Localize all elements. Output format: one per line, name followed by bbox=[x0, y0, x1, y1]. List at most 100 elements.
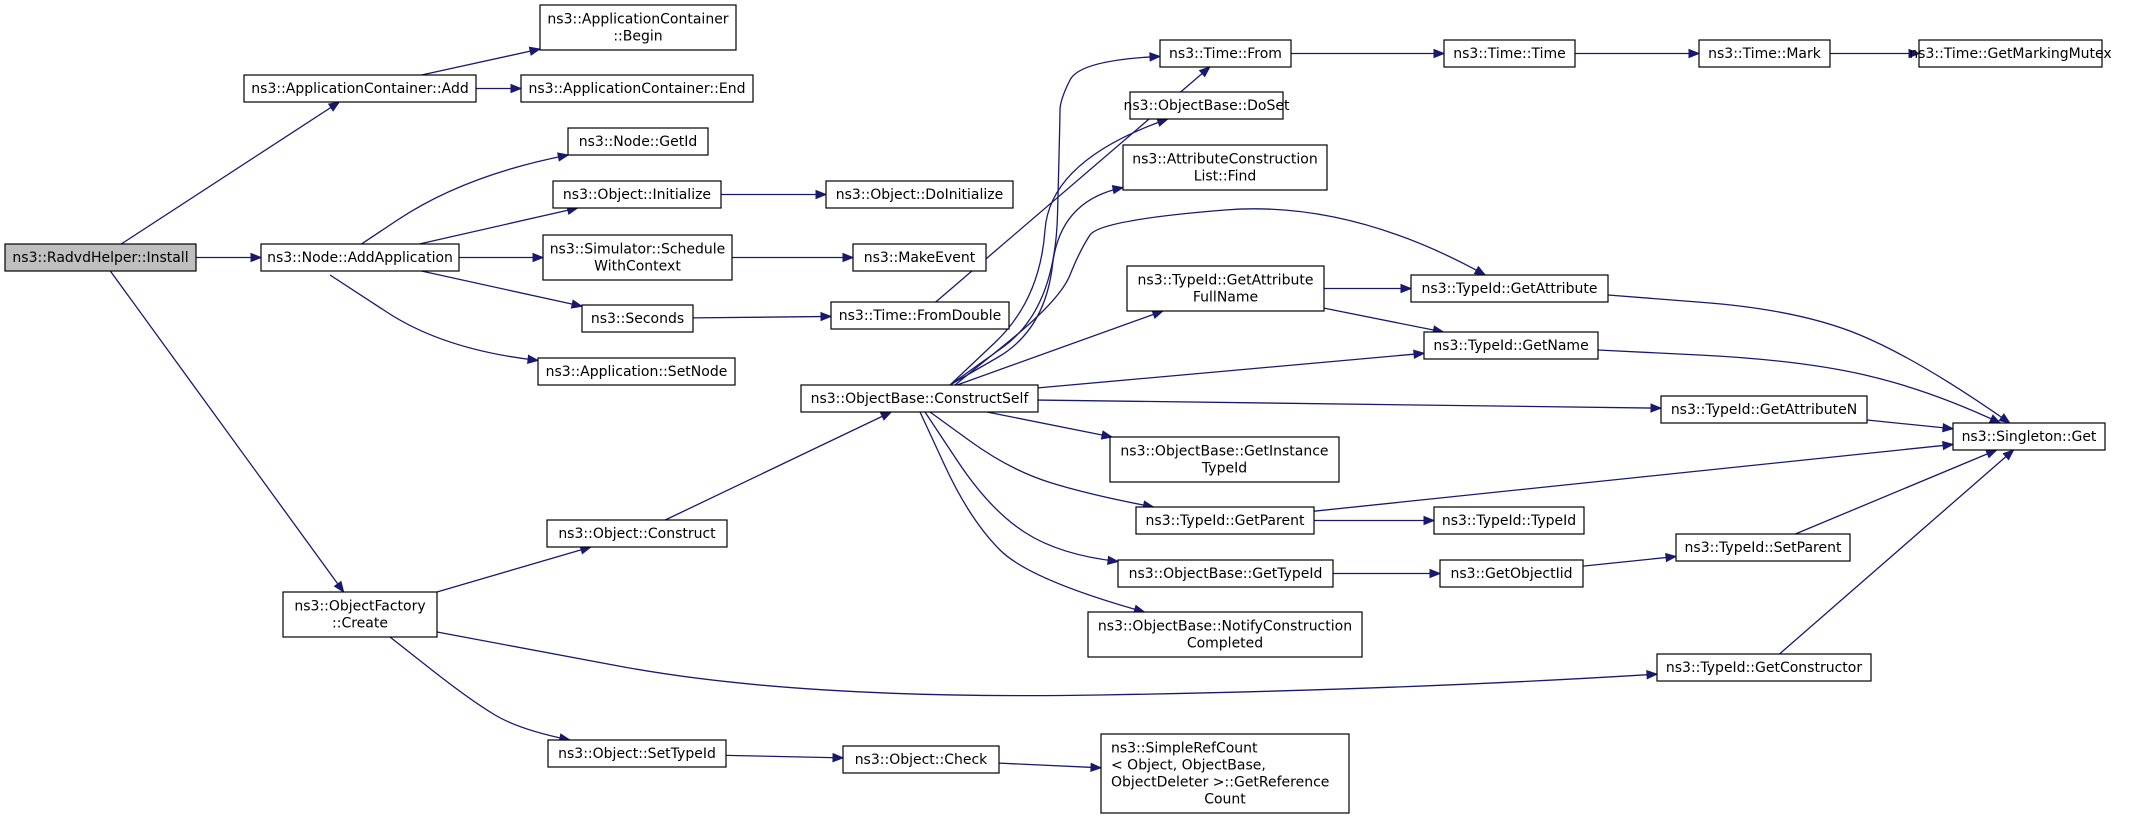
node-ns3-time-from[interactable]: ns3::Time::From bbox=[1159, 39, 1292, 68]
arrowhead bbox=[832, 752, 845, 763]
arrowhead bbox=[1423, 515, 1436, 526]
node-box bbox=[547, 739, 727, 768]
node-label: ns3::TypeId::GetAttribute bbox=[1422, 281, 1598, 297]
node-ns3-object-initialize[interactable]: ns3::Object::Initialize bbox=[552, 180, 722, 209]
arrowhead bbox=[1985, 449, 1998, 459]
node-ns3-seconds[interactable]: ns3::Seconds bbox=[581, 304, 694, 333]
arrowhead bbox=[557, 152, 570, 162]
edge-n6-n7 bbox=[721, 189, 828, 200]
edge-n1-n3 bbox=[476, 83, 523, 94]
arrowhead bbox=[820, 311, 833, 322]
arrowhead bbox=[842, 252, 855, 263]
node-ns3-applicationcontainer-begin[interactable]: ns3::ApplicationContainer::Begin bbox=[539, 4, 737, 51]
edge-line bbox=[421, 48, 541, 76]
edge-line bbox=[109, 270, 345, 593]
node-ns3-objectbase-doset[interactable]: ns3::ObjectBase::DoSet bbox=[1124, 91, 1290, 120]
node-ns3-objectbase-gettypeid[interactable]: ns3::ObjectBase::GetTypeId bbox=[1117, 559, 1334, 588]
node-label: ns3::Object::Construct bbox=[558, 526, 716, 542]
node-ns3-typeid-setparent[interactable]: ns3::TypeId::SetParent bbox=[1675, 533, 1851, 562]
node-ns3-objectbase-notifyconstruction-completed[interactable]: ns3::ObjectBase::NotifyConstructionCompl… bbox=[1087, 611, 1363, 658]
arrowhead bbox=[1908, 48, 1921, 59]
node-label: ns3::Object::Check bbox=[855, 752, 988, 768]
node-ns3-typeid-getname[interactable]: ns3::TypeId::GetName bbox=[1423, 331, 1599, 360]
node-box bbox=[1410, 274, 1609, 303]
edge-n35-n36 bbox=[725, 752, 845, 763]
node-ns3-node-getid[interactable]: ns3::Node::GetId bbox=[567, 127, 709, 156]
node-ns3-typeid-typeid[interactable]: ns3::TypeId::TypeId bbox=[1433, 506, 1585, 535]
node-label: ns3::Object::DoInitialize bbox=[836, 187, 1003, 203]
edge-n14-n15 bbox=[664, 411, 893, 521]
node-label: FullName bbox=[1193, 290, 1258, 306]
arrowhead bbox=[1413, 349, 1426, 359]
node-ns3-object-settypeid[interactable]: ns3::Object::SetTypeId bbox=[547, 739, 727, 768]
arrowhead bbox=[1429, 568, 1442, 579]
node-ns3-typeid-getattribute[interactable]: ns3::TypeId::GetAttribute bbox=[1410, 274, 1609, 303]
edge-line bbox=[421, 270, 583, 307]
edge-line bbox=[956, 310, 1164, 386]
edge-n15-n24 bbox=[1037, 349, 1426, 389]
edges-layer bbox=[109, 46, 2015, 773]
node-ns3-node-addapplication[interactable]: ns3::Node::AddApplication bbox=[260, 243, 460, 272]
node-box bbox=[1117, 559, 1334, 588]
edge-n25-n26 bbox=[1866, 419, 1955, 433]
edge-n15-n27 bbox=[986, 411, 1114, 440]
node-box bbox=[520, 74, 754, 103]
node-box bbox=[542, 234, 733, 281]
node-box bbox=[552, 180, 722, 209]
node-ns3-getobjectiid[interactable]: ns3::GetObjectIid bbox=[1439, 559, 1584, 588]
node-box bbox=[1918, 39, 2103, 68]
edge-line bbox=[949, 118, 1168, 386]
edge-n15-n21 bbox=[949, 184, 1125, 386]
node-ns3-object-doinitialize[interactable]: ns3::Object::DoInitialize bbox=[825, 180, 1014, 209]
arrowhead bbox=[1090, 762, 1103, 773]
node-label: ns3::ApplicationContainer::End bbox=[529, 81, 746, 97]
node-label: ns3::TypeId::GetAttribute bbox=[1138, 273, 1314, 289]
node-ns3-applicationcontainer-add[interactable]: ns3::ApplicationContainer::Add bbox=[243, 74, 477, 103]
node-box bbox=[1109, 436, 1340, 483]
node-ns3-singleton-get[interactable]: ns3::Singleton::Get bbox=[1952, 422, 2106, 451]
node-label: ns3::TypeId::TypeId bbox=[1442, 513, 1576, 529]
node-ns3-applicationcontainer-end[interactable]: ns3::ApplicationContainer::End bbox=[520, 74, 754, 103]
edge-n23-n26 bbox=[1607, 294, 2011, 424]
node-ns3-object-check[interactable]: ns3::Object::Check bbox=[842, 745, 1000, 774]
arrowhead bbox=[1473, 265, 1487, 276]
node-label: ns3::Node::GetId bbox=[579, 134, 697, 150]
node-ns3-time-getmarkingmutex[interactable]: ns3::Time::GetMarkingMutex bbox=[1909, 39, 2112, 68]
arrowhead bbox=[1400, 283, 1413, 294]
node-ns3-objectfactory-create[interactable]: ns3::ObjectFactory::Create bbox=[282, 591, 438, 638]
node-ns3-objectbase-constructself[interactable]: ns3::ObjectBase::ConstructSelf bbox=[800, 384, 1039, 413]
edge-n16-n17 bbox=[1291, 48, 1446, 59]
edge-line bbox=[1323, 307, 1444, 333]
node-box bbox=[567, 127, 709, 156]
node-ns3-application-setnode[interactable]: ns3::Application::SetNode bbox=[537, 357, 736, 386]
node-ns3-makeevent[interactable]: ns3::MakeEvent bbox=[852, 243, 987, 272]
edge-n13-n34 bbox=[436, 631, 1659, 697]
node-box bbox=[1129, 91, 1284, 120]
node-ns3-radvdhelper-install[interactable]: ns3::RadvdHelper::Install bbox=[4, 243, 197, 272]
edge-line bbox=[1795, 449, 1997, 535]
edge-n17-n18 bbox=[1575, 48, 1701, 59]
arrowhead bbox=[1107, 555, 1120, 566]
node-ns3-simplerefcount-object-objectbase-objectdeleter-getreference-count[interactable]: ns3::SimpleRefCount< Object, ObjectBase,… bbox=[1100, 733, 1350, 814]
edge-n8-n9 bbox=[732, 252, 855, 263]
node-ns3-time-mark[interactable]: ns3::Time::Mark bbox=[1698, 39, 1831, 68]
arrowhead bbox=[510, 83, 523, 94]
node-ns3-time-fromdouble[interactable]: ns3::Time::FromDouble bbox=[830, 301, 1010, 330]
node-box bbox=[852, 243, 987, 272]
node-ns3-typeid-getattributen[interactable]: ns3::TypeId::GetAttributeN bbox=[1660, 395, 1868, 424]
arrowhead bbox=[333, 580, 345, 594]
node-ns3-object-construct[interactable]: ns3::Object::Construct bbox=[546, 519, 728, 548]
node-label: ::Create bbox=[332, 616, 388, 632]
node-ns3-typeid-getconstructor[interactable]: ns3::TypeId::GetConstructor bbox=[1656, 653, 1872, 682]
node-ns3-typeid-getparent[interactable]: ns3::TypeId::GetParent bbox=[1135, 506, 1315, 535]
node-label: ns3::ObjectBase::ConstructSelf bbox=[811, 391, 1030, 407]
edge-line bbox=[436, 631, 1658, 697]
node-label: ns3::Seconds bbox=[591, 311, 684, 327]
edge-n22-n23 bbox=[1324, 283, 1413, 294]
node-ns3-time-time[interactable]: ns3::Time::Time bbox=[1443, 39, 1576, 68]
arrowhead bbox=[1688, 48, 1701, 59]
